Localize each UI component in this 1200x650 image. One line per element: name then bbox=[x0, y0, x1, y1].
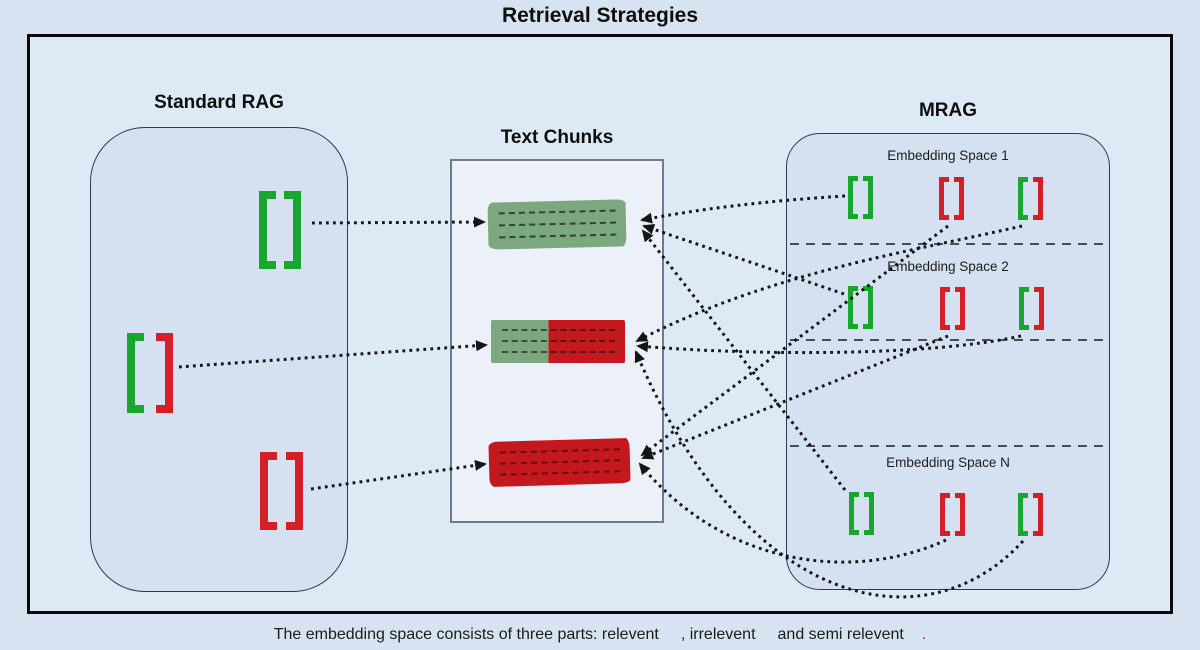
bracket-left bbox=[848, 176, 858, 219]
bracket-right bbox=[863, 286, 873, 329]
chunk-text-line bbox=[502, 340, 615, 342]
chunk-text-line bbox=[499, 459, 620, 465]
bracket-left bbox=[939, 177, 949, 220]
bracket-left bbox=[849, 492, 859, 535]
bracket-right bbox=[1033, 177, 1043, 220]
chunk-text-line bbox=[499, 233, 617, 239]
bracket-left bbox=[260, 452, 277, 530]
bracket-right bbox=[864, 492, 874, 535]
embedding-space-2-label: Embedding Space 2 bbox=[887, 259, 1009, 274]
mrag-title: MRAG bbox=[918, 100, 978, 121]
bracket-left bbox=[761, 627, 766, 640]
page-title: Retrieval Strategies bbox=[501, 4, 699, 27]
relevant-bracket-legend-icon bbox=[664, 627, 676, 640]
es2-semi-relevant-bracket-icon bbox=[1019, 287, 1044, 330]
caption-text-2: , irrelevent bbox=[680, 626, 756, 643]
bracket-left bbox=[848, 286, 858, 329]
bracket-left bbox=[1018, 177, 1028, 220]
chunk-text-line bbox=[502, 329, 615, 331]
bracket-left bbox=[259, 191, 276, 269]
caption-text-1: The embedding space consists of three pa… bbox=[273, 626, 659, 643]
esn-irrelevant-bracket-icon bbox=[940, 493, 965, 536]
bracket-right bbox=[671, 627, 676, 640]
es1-irrelevant-bracket-icon bbox=[939, 177, 964, 220]
embedding-space-n-label: Embedding Space N bbox=[886, 455, 1010, 470]
bracket-left bbox=[127, 333, 144, 413]
es2-relevant-bracket-icon bbox=[848, 286, 873, 329]
text-chunk-semi-relevant bbox=[491, 320, 625, 363]
caption-period: . bbox=[921, 626, 927, 643]
esn-relevant-bracket-icon bbox=[849, 492, 874, 535]
es1-semi-relevant-bracket-icon bbox=[1018, 177, 1043, 220]
srag-semi-relevant-bracket-icon bbox=[127, 333, 173, 413]
bracket-left bbox=[1019, 287, 1029, 330]
irrelevant-bracket-legend-icon bbox=[761, 627, 773, 640]
bracket-left bbox=[664, 627, 669, 640]
standard-rag-title: Standard RAG bbox=[154, 92, 284, 113]
srag-relevant-bracket-icon bbox=[259, 191, 301, 269]
bracket-right bbox=[768, 627, 773, 640]
bracket-right bbox=[1034, 287, 1044, 330]
bracket-left bbox=[940, 287, 950, 330]
semi-relevant-bracket-legend-icon bbox=[909, 627, 921, 640]
text-chunk-relevant bbox=[487, 199, 627, 250]
bracket-right bbox=[955, 493, 965, 536]
caption-text-3: and semi relevent bbox=[777, 626, 904, 643]
bracket-right bbox=[284, 191, 301, 269]
bracket-left bbox=[940, 493, 950, 536]
bracket-right bbox=[916, 627, 921, 640]
chunk-text-line bbox=[498, 221, 616, 227]
chunk-text-line bbox=[498, 209, 616, 215]
text-chunks-title: Text Chunks bbox=[500, 127, 614, 148]
bracket-left bbox=[1018, 493, 1028, 536]
es1-relevant-bracket-icon bbox=[848, 176, 873, 219]
chunk-text-line bbox=[499, 448, 620, 454]
bracket-right bbox=[954, 177, 964, 220]
bracket-left bbox=[909, 627, 914, 640]
bracket-right bbox=[955, 287, 965, 330]
chunk-text-line bbox=[500, 470, 621, 476]
embedding-space-1-label: Embedding Space 1 bbox=[887, 148, 1009, 163]
bracket-right bbox=[286, 452, 303, 530]
bracket-right bbox=[1033, 493, 1043, 536]
chunk-text-line bbox=[502, 351, 615, 353]
srag-irrelevant-bracket-icon bbox=[260, 452, 303, 530]
bracket-right bbox=[156, 333, 173, 413]
esn-semi-relevant-bracket-icon bbox=[1018, 493, 1043, 536]
text-chunk-irrelevant bbox=[488, 438, 631, 487]
bracket-right bbox=[863, 176, 873, 219]
es2-irrelevant-bracket-icon bbox=[940, 287, 965, 330]
caption: The embedding space consists of three pa… bbox=[0, 626, 1200, 644]
